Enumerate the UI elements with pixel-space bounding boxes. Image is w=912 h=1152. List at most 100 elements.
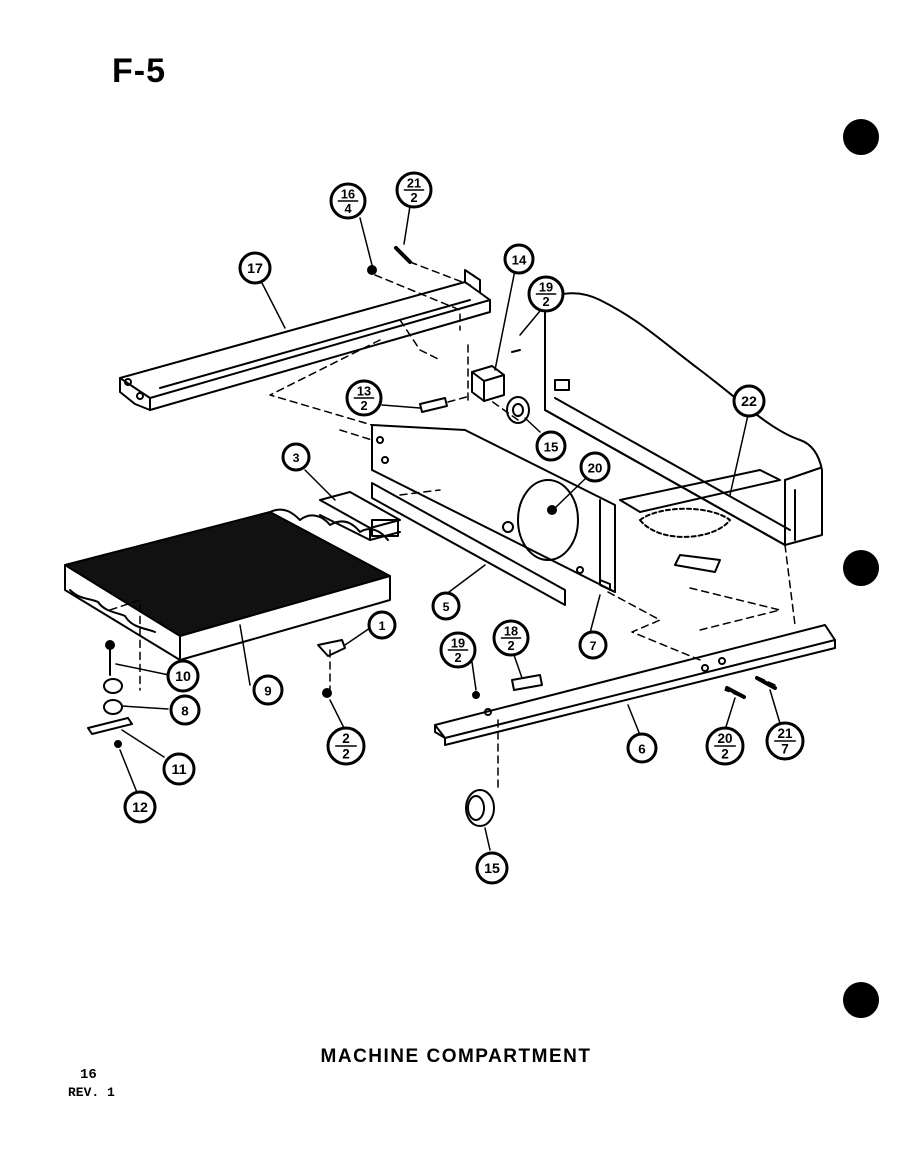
callout-8: 8 (169, 694, 201, 726)
revision-label: REV. 1 (68, 1085, 115, 1100)
callout-label: 6 (638, 742, 645, 757)
screw-16-4 (367, 265, 377, 275)
callout-circle (123, 790, 157, 824)
diagram-caption: MACHINE COMPARTMENT (320, 1046, 592, 1067)
callout-label: 7 (781, 742, 789, 757)
part-22-shroud (544, 292, 823, 573)
callout-6: 6 (626, 732, 658, 764)
callout-circle (166, 659, 200, 693)
callout-label: 2 (342, 731, 350, 746)
callout-label: 3 (293, 451, 300, 465)
callout-circle (238, 251, 272, 285)
callout-circle (162, 752, 196, 786)
callout-18-2: 182 (492, 619, 530, 657)
callout-label: 20 (588, 461, 603, 476)
callout-1: 1 (367, 610, 397, 640)
part-10-bolt (105, 640, 115, 676)
screw-19-2a (511, 349, 521, 353)
callout-2-2: 22 (326, 726, 366, 766)
callout-label: 2 (507, 638, 514, 653)
screw-21-7 (755, 676, 777, 690)
assembly-lines (109, 261, 796, 791)
callout-circle (367, 610, 397, 640)
callout-20: 20 (579, 451, 611, 483)
callout-label: 11 (171, 762, 186, 778)
callout-label: 5 (443, 600, 450, 614)
part-3-bracket (319, 491, 401, 541)
callout-label: 7 (590, 639, 597, 653)
callout-label: 18 (504, 623, 518, 638)
callout-14: 14 (503, 243, 535, 275)
callout-label: 2 (410, 190, 417, 205)
callout-11: 11 (162, 752, 196, 786)
callout-label: 20 (717, 731, 732, 746)
callout-circle (281, 442, 311, 472)
callout-15b: 15 (475, 851, 509, 885)
callout-circle (535, 430, 567, 462)
callout-21-2: 212 (395, 171, 433, 209)
callout-21-7: 217 (765, 721, 805, 761)
callout-circle (578, 630, 608, 660)
callout-12: 12 (123, 790, 157, 824)
callout-circle (732, 384, 766, 418)
screw-20-2 (725, 686, 746, 699)
callout-20-2: 202 (705, 726, 745, 766)
binder-hole-top (843, 119, 879, 155)
screw-21-2 (394, 246, 412, 264)
callout-circle (252, 674, 284, 706)
callout-17: 17 (238, 251, 272, 285)
callout-circle (169, 694, 201, 726)
callout-label: 22 (741, 394, 757, 410)
callout-label: 10 (175, 669, 191, 685)
callout-label: 8 (181, 704, 188, 719)
callout-label: 2 (342, 747, 350, 762)
callout-22: 22 (732, 384, 766, 418)
part-17-rail (119, 269, 491, 411)
callout-label: 17 (247, 261, 263, 277)
part-12-nut (114, 740, 122, 748)
callout-label: 12 (132, 800, 148, 816)
page-number: 16 (80, 1067, 97, 1083)
part-18-pin (511, 674, 543, 691)
binder-hole-middle (843, 550, 879, 586)
callout-circle (475, 851, 509, 885)
callout-15a: 15 (535, 430, 567, 462)
callout-19-2a: 192 (527, 275, 565, 313)
screw-2-2 (322, 688, 332, 698)
leader-lines (115, 205, 783, 851)
callout-9: 9 (252, 674, 284, 706)
callout-7: 7 (578, 630, 608, 660)
callout-16-4: 164 (329, 182, 367, 220)
callout-label: 21 (777, 726, 793, 741)
callout-label: 15 (544, 440, 559, 455)
binder-hole-bottom (843, 982, 879, 1018)
callout-label: 1 (379, 619, 386, 633)
callout-label: 19 (451, 635, 465, 650)
callout-13-2: 132 (345, 379, 383, 417)
part-14-relay (471, 365, 505, 402)
callout-circle (503, 243, 535, 275)
callout-label: 19 (539, 279, 553, 294)
callout-circle (626, 732, 658, 764)
callout-label: 13 (357, 383, 371, 398)
part-13-pin (419, 397, 448, 413)
callout-label: 2 (454, 650, 461, 665)
page-label: F-5 (112, 52, 166, 90)
screw-20 (547, 505, 557, 515)
callout-circle (579, 451, 611, 483)
part-15-grommet-lower (465, 789, 495, 827)
callout-label: 2 (721, 747, 729, 762)
callout-label: 9 (264, 684, 271, 699)
callout-19-2b: 192 (439, 631, 477, 669)
callout-5: 5 (431, 591, 461, 621)
callout-label: 2 (542, 294, 549, 309)
callout-label: 16 (341, 186, 355, 201)
callout-label: 15 (484, 861, 500, 877)
part-9-condenser-coil (64, 508, 391, 661)
part-11-bracket (87, 717, 133, 735)
callout-label: 2 (360, 398, 367, 413)
part-7-divider-plate (371, 424, 616, 593)
